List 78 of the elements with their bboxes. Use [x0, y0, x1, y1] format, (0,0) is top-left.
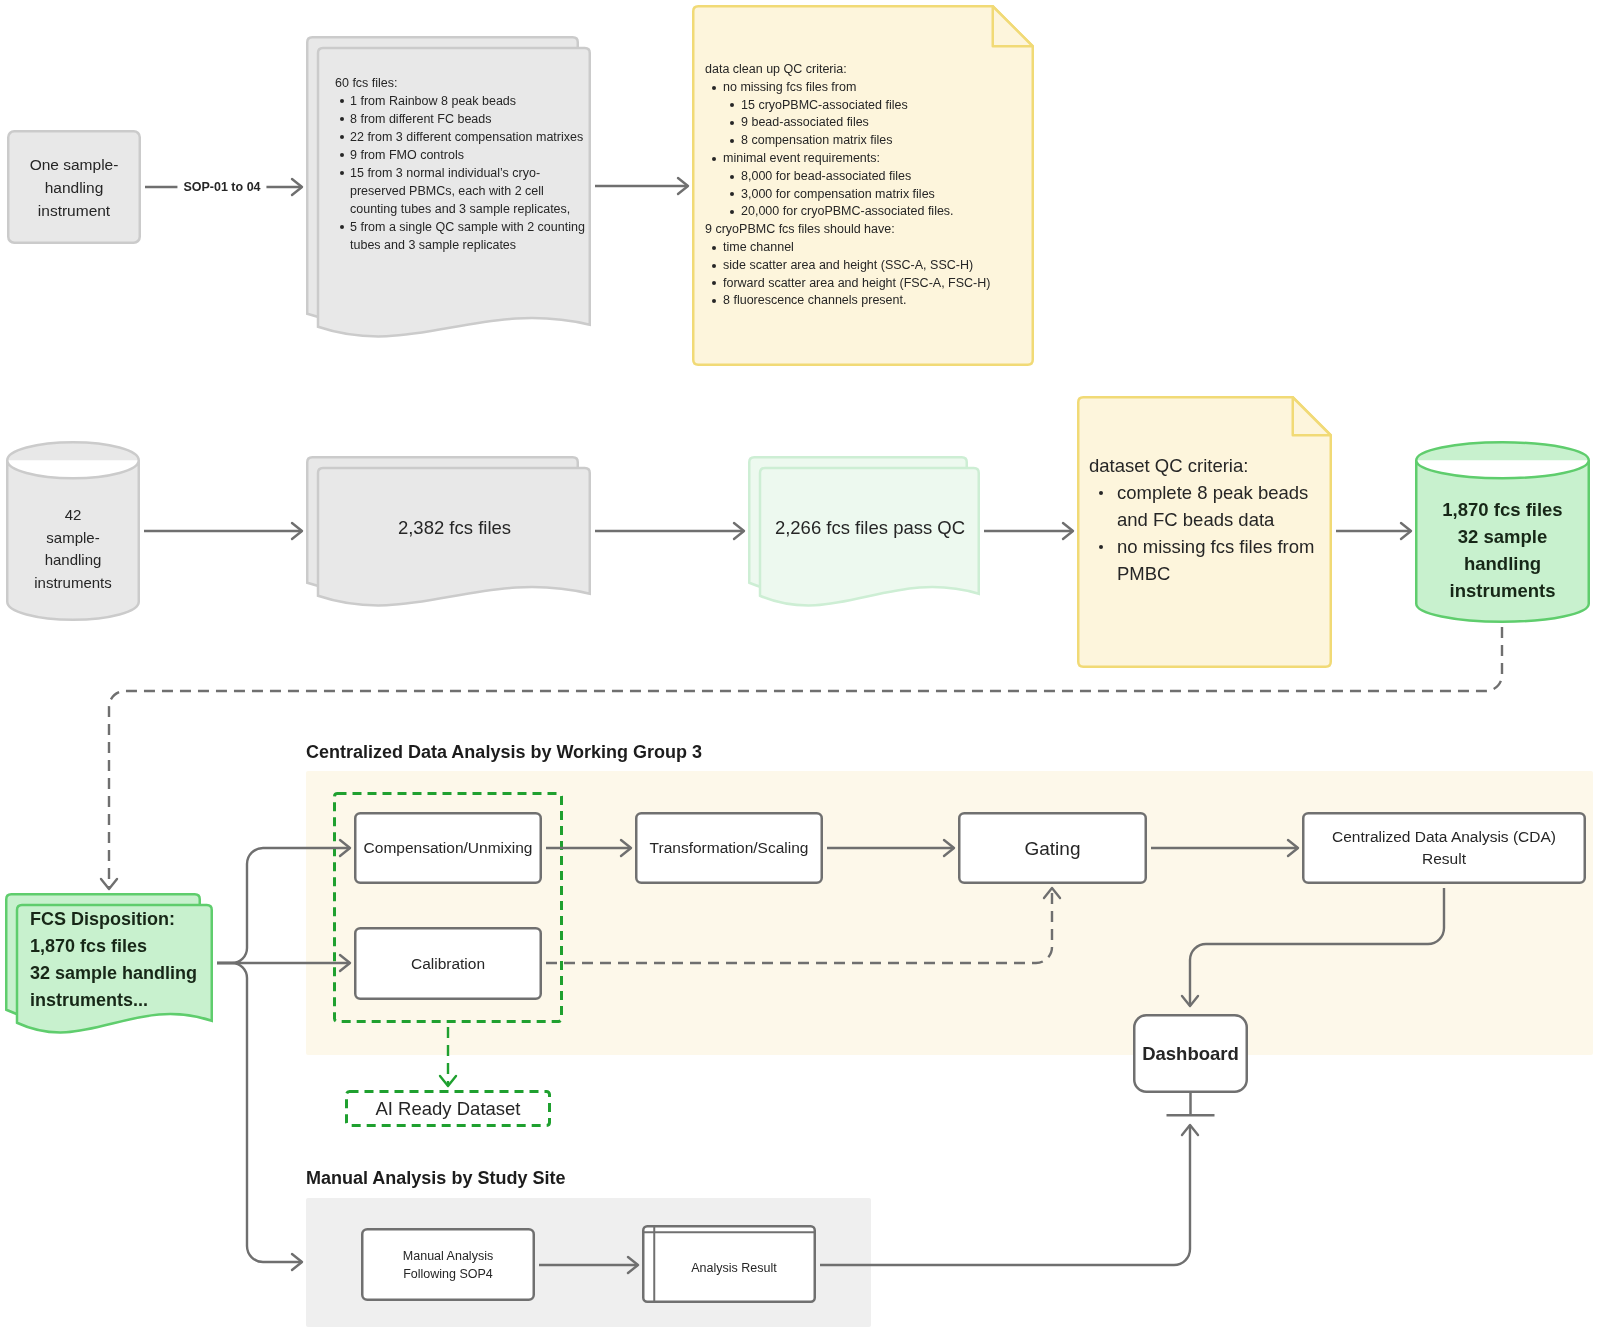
document-stack: [5, 893, 213, 1035]
list-item: no missing fcs files from PMBC: [1089, 533, 1324, 587]
dataset-box: [345, 1090, 551, 1127]
list-item: 15 from 3 normal individual’s cryo-preserved PBMCs, each with 2 cell counting tubes and 3 sample replicates,: [335, 164, 585, 218]
node-label: 1,870 fcs files: [1442, 498, 1563, 522]
list-item: 9 from FMO controls: [335, 146, 464, 164]
arrow: [984, 521, 1075, 541]
arrow: [546, 838, 633, 858]
arrow: [144, 521, 304, 541]
node-label: 32 sample handling instruments...: [30, 962, 199, 1012]
node-label: 2,266 fcs files pass QC: [774, 516, 966, 540]
list-item: no missing fcs files from: [705, 78, 857, 97]
arrow: [1336, 521, 1413, 541]
arrow: [820, 1123, 1200, 1267]
node-label: Calibration: [410, 953, 486, 974]
node-label: Compensation/Unmixing: [363, 838, 533, 858]
list-item: minimal event requirements:: [705, 150, 880, 168]
note-card: [692, 5, 1034, 366]
list-item: 3,000 for compensation matrix files: [723, 185, 935, 204]
node-label: 1,870 fcs files: [30, 935, 148, 958]
node-label: sample-handling instruments: [33, 527, 113, 593]
process-box: [361, 1228, 535, 1301]
group-heading: Centralized Data Analysis by Working Group 3: [306, 741, 703, 764]
node-label: Manual Analysis Following SOP4: [401, 1247, 495, 1283]
list-item: 8 from different FC beads: [335, 110, 492, 128]
process-box: [635, 812, 823, 884]
process-box: [7, 130, 141, 244]
group-heading: Manual Analysis by Study Site: [306, 1167, 566, 1190]
arrow: [827, 838, 956, 858]
arrow: [1180, 888, 1446, 1008]
arrow: [217, 961, 304, 1272]
list-item: 15 cryoPBMC-associated files: [723, 96, 908, 115]
arrow: [1151, 838, 1300, 858]
document-stack: [306, 36, 591, 339]
list-item: 1 from Rainbow 8 peak beads: [335, 92, 517, 110]
node-label: 42: [64, 505, 82, 525]
process-box: [354, 927, 542, 1000]
node-label: Gating: [1024, 836, 1081, 861]
list-item: time channel: [705, 238, 794, 257]
dashed-arrow: [438, 1027, 458, 1088]
arrow: [539, 1255, 640, 1275]
list-heading: data clean up QC criteria:: [705, 61, 847, 78]
monitor-box: [1133, 1014, 1248, 1117]
dashed-arrow: [99, 627, 1504, 891]
arrow: [595, 521, 746, 541]
list-item: 9 bead-associated files: [723, 114, 869, 133]
process-box: [1302, 812, 1586, 884]
list-heading: 60 fcs files:: [335, 75, 398, 92]
node-label: 32 sample handling instruments: [1448, 525, 1557, 603]
node-label: Dashboard: [1142, 1041, 1239, 1066]
list-item: side scatter area and height (SSC-A, SSC-H): [705, 256, 974, 275]
list-item: 5 from a single QC sample with 2 counting tubes and 3 sample replicates: [335, 218, 585, 254]
list-item: 22 from 3 different compensation matrixes: [335, 128, 584, 146]
process-box: [958, 812, 1147, 884]
node-label: AI Ready Dataset: [375, 1096, 521, 1121]
database-cylinder: [6, 441, 140, 621]
storage-box: [642, 1225, 816, 1303]
node-label: One sample-handling instrument: [28, 154, 120, 221]
list-item: 8 fluorescence channels present.: [705, 292, 907, 311]
document-stack: [748, 456, 980, 608]
document-stack: [306, 456, 591, 608]
list-item: forward scatter area and height (FSC-A, FSC-H): [705, 274, 991, 293]
list-heading: 9 cryoPBMC fcs files should have:: [705, 221, 895, 239]
arrow: [595, 176, 690, 196]
node-label: Transformation/Scaling: [649, 838, 809, 858]
dashed-arrow: [546, 886, 1062, 965]
node-label: Analysis Result: [691, 1260, 777, 1277]
list-item: 8 compensation matrix files: [723, 132, 893, 150]
list-heading: dataset QC criteria:: [1089, 454, 1249, 478]
list-item: 20,000 for cryoPBMC-associated files.: [723, 203, 954, 222]
node-label: 2,382 fcs files: [397, 516, 512, 540]
process-box: [354, 812, 542, 884]
database-cylinder: [1415, 441, 1590, 623]
node-label: Centralized Data Analysis (CDA) Result: [1331, 827, 1557, 869]
dashed-group-frame: [333, 792, 563, 1023]
list-item: 8,000 for bead-associated files: [723, 167, 912, 186]
node-label: FCS Disposition:: [30, 908, 175, 931]
note-card: [1077, 396, 1332, 668]
